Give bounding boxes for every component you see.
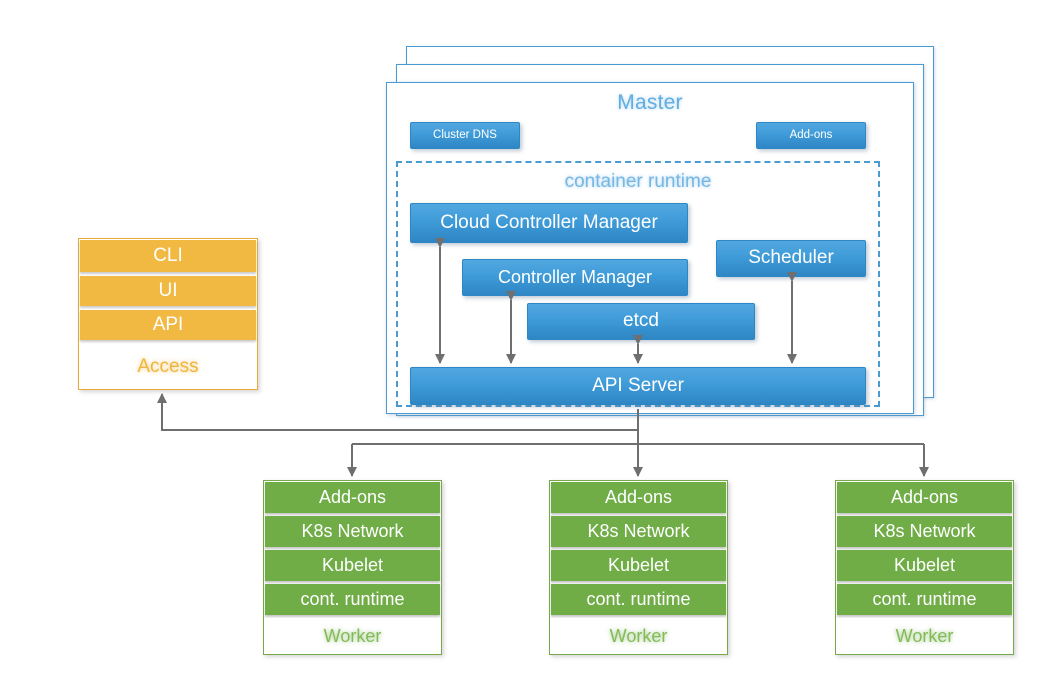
master-title: Master <box>617 91 683 114</box>
worker-3-footer: Worker <box>836 618 1013 654</box>
access-bar-api[interactable]: API <box>80 310 256 340</box>
worker-3-bar-kubelet[interactable]: Kubelet <box>837 550 1012 581</box>
etcd-box[interactable]: etcd <box>527 303 755 340</box>
container-runtime-title: container runtime <box>564 171 712 192</box>
worker-2-bar-cont-runtime-label: cont. runtime <box>586 589 691 609</box>
worker-1-footer: Worker <box>264 618 441 654</box>
etcd-label: etcd <box>623 310 659 332</box>
scheduler-box[interactable]: Scheduler <box>716 240 866 277</box>
worker-1-bar-kubelet-label: Kubelet <box>321 555 384 575</box>
worker-2-bar-addons-label: Add-ons <box>604 487 673 507</box>
worker-2-bar-kubelet-label: Kubelet <box>607 555 670 575</box>
cluster-dns-label: Cluster DNS <box>433 129 497 142</box>
worker-3-bar-kubelet-label: Kubelet <box>893 555 956 575</box>
cloud-controller-manager-box[interactable]: Cloud Controller Manager <box>410 203 688 243</box>
worker-3-bar-cont-runtime[interactable]: cont. runtime <box>837 584 1012 615</box>
worker-2-footer-label: Worker <box>609 625 668 646</box>
cluster-dns-box[interactable]: Cluster DNS <box>410 122 520 149</box>
api-server-box[interactable]: API Server <box>410 367 866 405</box>
master-addons-label: Add-ons <box>789 129 833 142</box>
api-server-label: API Server <box>592 374 684 396</box>
worker-2-bar-addons[interactable]: Add-ons <box>551 482 726 513</box>
worker-1-bar-kubelet[interactable]: Kubelet <box>265 550 440 581</box>
worker-3-footer-label: Worker <box>895 625 954 646</box>
worker-3-bar-addons[interactable]: Add-ons <box>837 482 1012 513</box>
worker-1-bar-addons[interactable]: Add-ons <box>265 482 440 513</box>
worker-3-stack: Add-ons K8s Network Kubelet cont. runtim… <box>835 480 1014 655</box>
worker-1-bar-cont-runtime[interactable]: cont. runtime <box>265 584 440 615</box>
worker-3-bar-k8s-network-label: K8s Network <box>873 521 976 541</box>
access-footer-label: Access <box>137 355 199 377</box>
controller-manager-label: Controller Manager <box>497 266 653 287</box>
worker-2-bar-cont-runtime[interactable]: cont. runtime <box>551 584 726 615</box>
access-bar-cli[interactable]: CLI <box>80 240 256 272</box>
access-footer: Access <box>79 344 257 389</box>
access-bar-ui-label: UI <box>158 280 178 301</box>
worker-1-bar-addons-label: Add-ons <box>318 487 387 507</box>
worker-1-footer-label: Worker <box>323 625 382 646</box>
worker-2-bar-k8s-network[interactable]: K8s Network <box>551 516 726 547</box>
master-addons-box[interactable]: Add-ons <box>756 122 866 149</box>
worker-2-bar-k8s-network-label: K8s Network <box>587 521 690 541</box>
worker-2-bar-kubelet[interactable]: Kubelet <box>551 550 726 581</box>
cloud-controller-manager-label: Cloud Controller Manager <box>440 211 658 233</box>
worker-1-bar-k8s-network[interactable]: K8s Network <box>265 516 440 547</box>
container-runtime-box: container runtime <box>396 161 880 407</box>
worker-3-bar-cont-runtime-label: cont. runtime <box>872 589 977 609</box>
controller-manager-box[interactable]: Controller Manager <box>462 259 688 296</box>
worker-1-bar-k8s-network-label: K8s Network <box>301 521 404 541</box>
worker-1-stack: Add-ons K8s Network Kubelet cont. runtim… <box>263 480 442 655</box>
access-stack: CLI UI API Access <box>78 238 258 390</box>
access-bar-ui[interactable]: UI <box>80 276 256 306</box>
worker-2-footer: Worker <box>550 618 727 654</box>
worker-2-stack: Add-ons K8s Network Kubelet cont. runtim… <box>549 480 728 655</box>
worker-3-bar-addons-label: Add-ons <box>890 487 959 507</box>
access-bar-api-label: API <box>152 314 184 335</box>
worker-1-bar-cont-runtime-label: cont. runtime <box>300 589 405 609</box>
scheduler-label: Scheduler <box>748 247 834 269</box>
worker-3-bar-k8s-network[interactable]: K8s Network <box>837 516 1012 547</box>
access-bar-cli-label: CLI <box>153 245 183 266</box>
